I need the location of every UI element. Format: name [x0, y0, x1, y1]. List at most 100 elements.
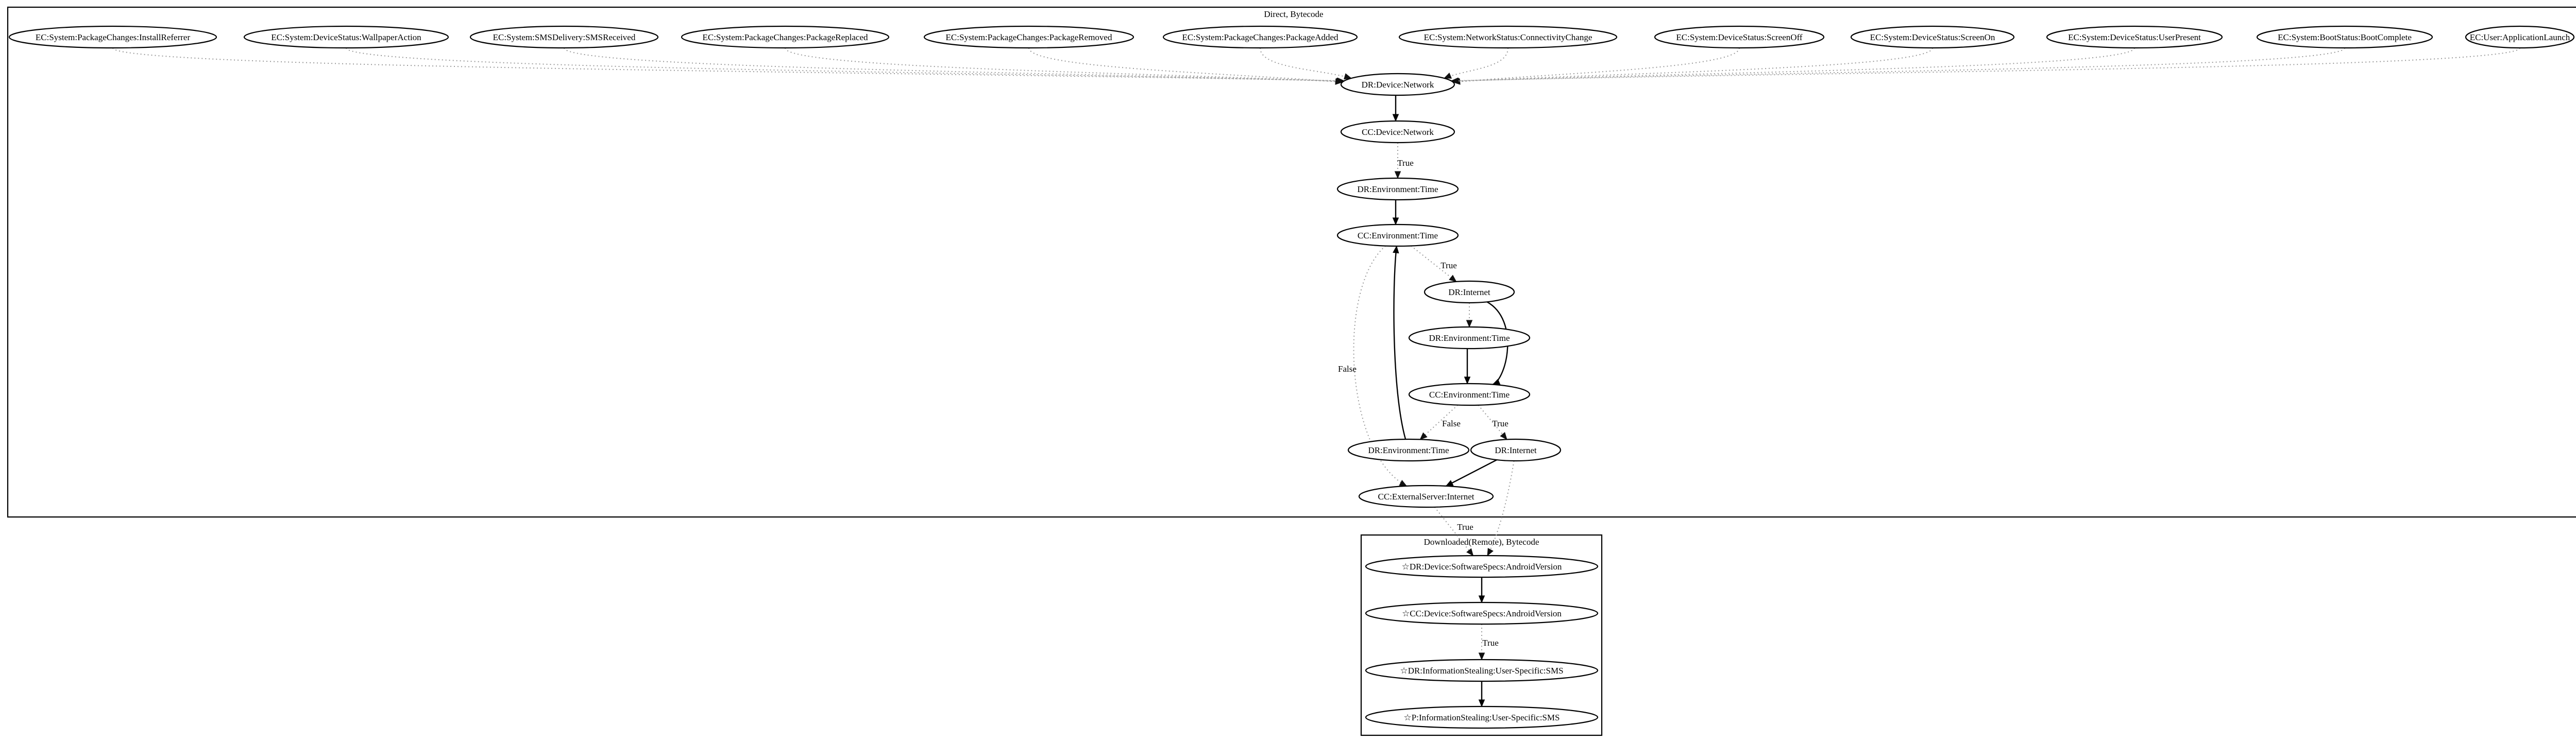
edge-dr_stealsms-to-p_stealsms — [1478, 681, 1485, 708]
edge-dr_network-to-cc_network — [1392, 95, 1399, 122]
node-dr_network[interactable]: DR:Device:Network — [1340, 73, 1455, 96]
edge-cc_external-to-dr_android: True — [1434, 507, 1474, 557]
edge-arrowhead — [1500, 432, 1507, 440]
edge-ec_launch-to-dr_network — [1450, 47, 2520, 84]
edge-label: True — [1440, 261, 1457, 270]
edge-dr_time2-to-cc_time2 — [1464, 349, 1471, 385]
node-ellipse — [2465, 25, 2575, 49]
edge-line — [1028, 47, 1343, 83]
edge-line — [1452, 47, 1933, 82]
node-label: ☆DR:InformationStealing:User-Specific:SM… — [1400, 666, 1563, 676]
node-dr_stealsms[interactable]: ☆DR:InformationStealing:User-Specific:SM… — [1365, 659, 1599, 682]
edge-line — [564, 47, 1344, 82]
node-ec_sms[interactable]: EC:System:SMSDelivery:SMSReceived — [469, 25, 659, 49]
node-dr_time1[interactable]: DR:Environment:Time — [1336, 177, 1459, 201]
node-ec_replaced[interactable]: EC:System:PackageChanges:PackageReplaced — [681, 25, 890, 49]
cluster-label: Downloaded(Remote), Bytecode — [1424, 537, 1539, 547]
edge-dr_internet2-to-dr_android — [1487, 460, 1515, 557]
node-label: ☆P:InformationStealing:User-Specific:SMS — [1404, 713, 1560, 722]
edge-ec_screenoff-to-dr_network — [1452, 47, 1740, 85]
node-ec_install[interactable]: EC:System:PackageChanges:InstallReferrer — [8, 25, 217, 49]
node-ellipse — [1365, 601, 1599, 625]
node-ec_boot[interactable]: EC:System:BootStatus:BootComplete — [2256, 25, 2433, 49]
node-dr_time3[interactable]: DR:Environment:Time — [1347, 438, 1470, 462]
edge-arrowhead — [1392, 217, 1399, 226]
node-label: DR:Environment:Time — [1357, 184, 1438, 194]
node-p_stealsms[interactable]: ☆P:InformationStealing:User-Specific:SMS — [1365, 705, 1599, 729]
edge-arrowhead — [1335, 78, 1343, 85]
node-label: EC:System:DeviceStatus:ScreenOn — [1870, 32, 1995, 42]
node-ellipse — [2256, 25, 2433, 49]
node-ellipse — [1365, 705, 1599, 729]
node-label: CC:Environment:Time — [1429, 390, 1510, 400]
edge-line — [1419, 404, 1459, 440]
edge-line — [1393, 246, 1406, 440]
node-ellipse — [2046, 25, 2223, 49]
cluster-border — [7, 6, 2576, 518]
node-ellipse — [243, 25, 449, 49]
edge-arrowhead — [1466, 548, 1474, 557]
node-label: DR:Internet — [1448, 287, 1490, 297]
edge-label: True — [1482, 638, 1499, 648]
edge-cc_time2-to-dr_time3: False — [1419, 404, 1461, 440]
node-dr_internet2[interactable]: DR:Internet — [1470, 438, 1562, 462]
edge-dr_time1-to-cc_time1 — [1392, 200, 1399, 226]
edge-ec_install-to-dr_network — [112, 47, 1345, 84]
edge-ec_boot-to-dr_network — [1451, 47, 2345, 84]
edge-cc_network-to-dr_time1: True — [1394, 143, 1414, 179]
node-ec_userpresent[interactable]: EC:System:DeviceStatus:UserPresent — [2046, 25, 2223, 49]
node-ec_added[interactable]: EC:System:PackageChanges:PackageAdded — [1162, 25, 1358, 49]
node-label: ☆CC:Device:SoftwareSpecs:AndroidVersion — [1402, 609, 1562, 618]
node-ellipse — [1408, 326, 1531, 350]
edge-arrowhead — [1478, 699, 1485, 708]
edge-arrowhead — [1478, 652, 1485, 661]
node-ec_screenoff[interactable]: EC:System:DeviceStatus:ScreenOff — [1654, 25, 1825, 49]
edge-line — [1444, 47, 1509, 79]
edge-arrowhead — [1392, 114, 1399, 122]
edge-label: False — [1442, 419, 1461, 428]
node-ec_screenon[interactable]: EC:System:DeviceStatus:ScreenOn — [1850, 25, 2015, 49]
edge-arrowhead — [1344, 73, 1352, 80]
node-label: EC:System:SMSDelivery:SMSReceived — [493, 32, 636, 42]
node-ellipse — [1340, 120, 1455, 144]
edge-arrowhead — [1487, 548, 1494, 557]
node-ellipse — [1850, 25, 2015, 49]
node-ellipse — [1423, 280, 1515, 304]
edge-dr_internet2-to-cc_external — [1445, 459, 1497, 487]
node-label: DR:Internet — [1495, 445, 1536, 455]
edge-dr_time3-to-cc_time1 — [1393, 245, 1406, 440]
edge-label: True — [1457, 522, 1473, 532]
node-cc_time2[interactable]: CC:Environment:Time — [1408, 383, 1531, 406]
node-ellipse — [923, 25, 1134, 49]
node-ellipse — [8, 25, 217, 49]
node-dr_android[interactable]: ☆DR:Device:SoftwareSpecs:AndroidVersion — [1365, 555, 1599, 578]
edge-arrowhead — [1449, 274, 1457, 282]
edge-cc_time2-to-dr_internet2: True — [1478, 405, 1509, 440]
cluster-label: Direct, Bytecode — [1264, 9, 1323, 19]
edge-arrowhead — [1399, 480, 1408, 487]
node-label: EC:System:PackageChanges:InstallReferrer — [36, 32, 191, 42]
edge-label: False — [1338, 364, 1357, 374]
edge-line — [1451, 47, 2520, 82]
node-ellipse — [1347, 438, 1470, 462]
node-ec_removed[interactable]: EC:System:PackageChanges:PackageRemoved — [923, 25, 1134, 49]
node-cc_android[interactable]: ☆CC:Device:SoftwareSpecs:AndroidVersion — [1365, 601, 1599, 625]
node-cc_external[interactable]: CC:ExternalServer:Internet — [1358, 485, 1494, 508]
node-ec_launch[interactable]: EC:User:ApplicationLaunch — [2465, 25, 2575, 49]
node-dr_time2[interactable]: DR:Environment:Time — [1408, 326, 1531, 350]
node-ellipse — [1470, 438, 1562, 462]
node-ellipse — [1336, 177, 1459, 201]
node-dr_internet1[interactable]: DR:Internet — [1423, 280, 1515, 304]
node-cc_time1[interactable]: CC:Environment:Time — [1336, 223, 1459, 247]
node-ellipse — [1358, 485, 1494, 508]
node-ellipse — [1408, 383, 1531, 406]
node-cc_network[interactable]: CC:Device:Network — [1340, 120, 1455, 144]
node-ellipse — [1654, 25, 1825, 49]
edge-arrowhead — [1478, 595, 1485, 603]
edge-ec_removed-to-dr_network — [1028, 47, 1343, 85]
edge-dr_android-to-cc_android — [1478, 577, 1485, 603]
node-ec_conn[interactable]: EC:System:NetworkStatus:ConnectivityChan… — [1398, 25, 1618, 49]
node-ec_wallpaper[interactable]: EC:System:DeviceStatus:WallpaperAction — [243, 25, 449, 49]
